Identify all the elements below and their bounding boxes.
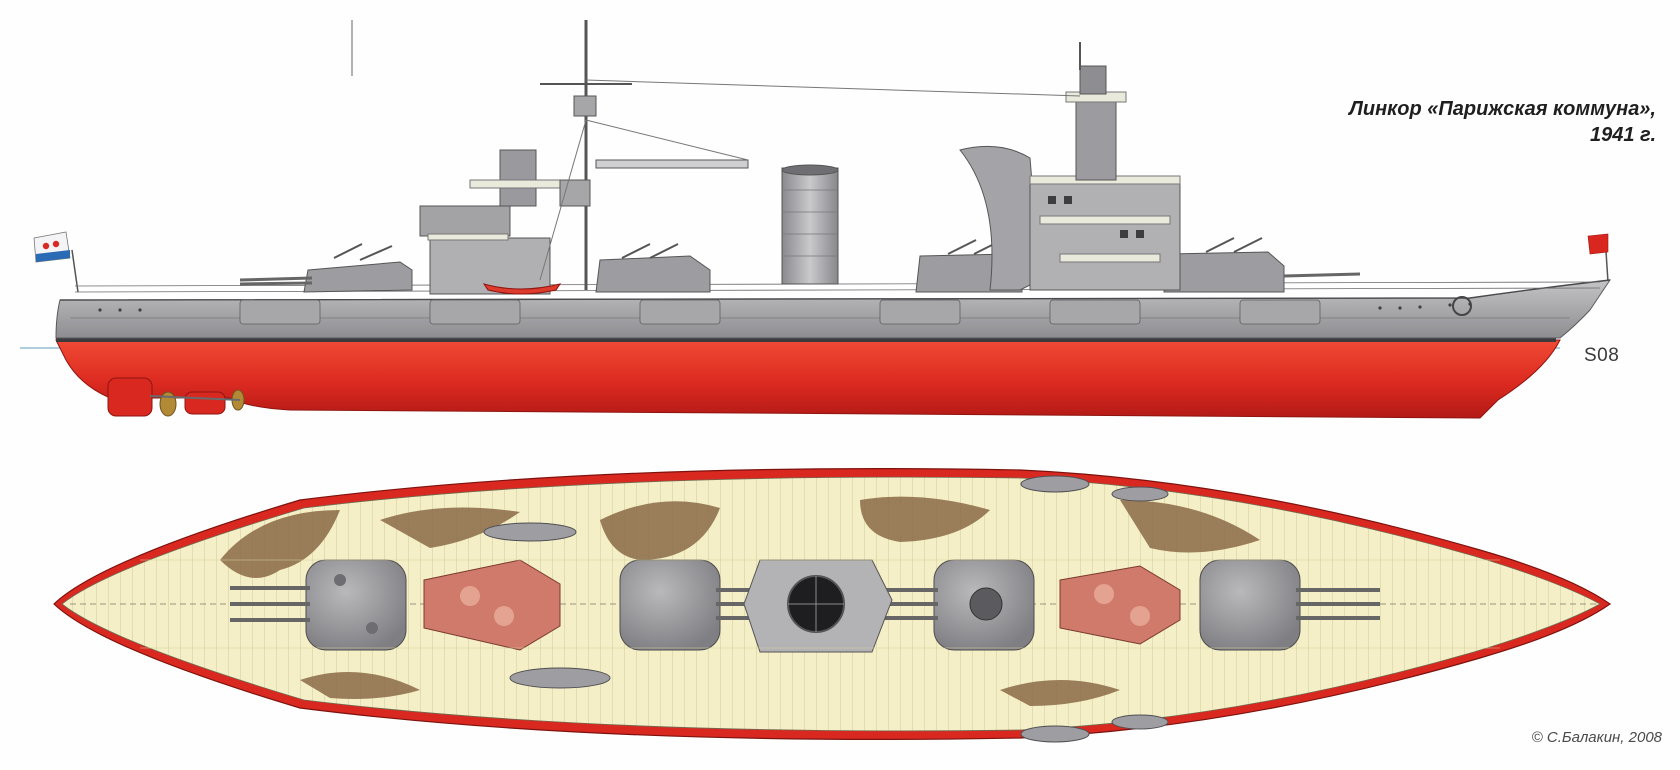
forward-superstructure [959,42,1181,291]
plan-view [53,468,1612,743]
stern-flag-icon [33,231,79,293]
drawing-title-line1: Линкор «Парижская коммуна», [1349,98,1656,120]
plan-boats [483,475,1169,743]
plan-turret-aft [230,559,407,651]
plan-fore-bridge [1059,565,1181,645]
camouflage-pattern [220,496,1260,706]
rudder-and-screws [107,377,245,417]
hull-number-label: Ѕ08 [1584,345,1620,366]
drawing-title-line2: 1941 г. [1589,124,1656,146]
underwater-hull [55,339,1561,419]
bow-flag-icon [1587,233,1609,283]
drawing-title: Линкор «Парижская коммуна», 1941 г. [1349,96,1656,148]
funnel [781,164,839,285]
side-profile [20,20,1612,419]
plan-turret-fore [1199,559,1380,651]
anchor-icon [1452,296,1472,316]
turret-2 [595,243,711,293]
turret-aft [239,243,413,293]
aft-superstructure [419,20,749,295]
turret-fore [1163,237,1361,293]
plan-funnel [743,559,893,653]
plan-turret-3 [880,559,1035,651]
copyright-credit: © С.Балакин, 2008 [1531,729,1662,746]
